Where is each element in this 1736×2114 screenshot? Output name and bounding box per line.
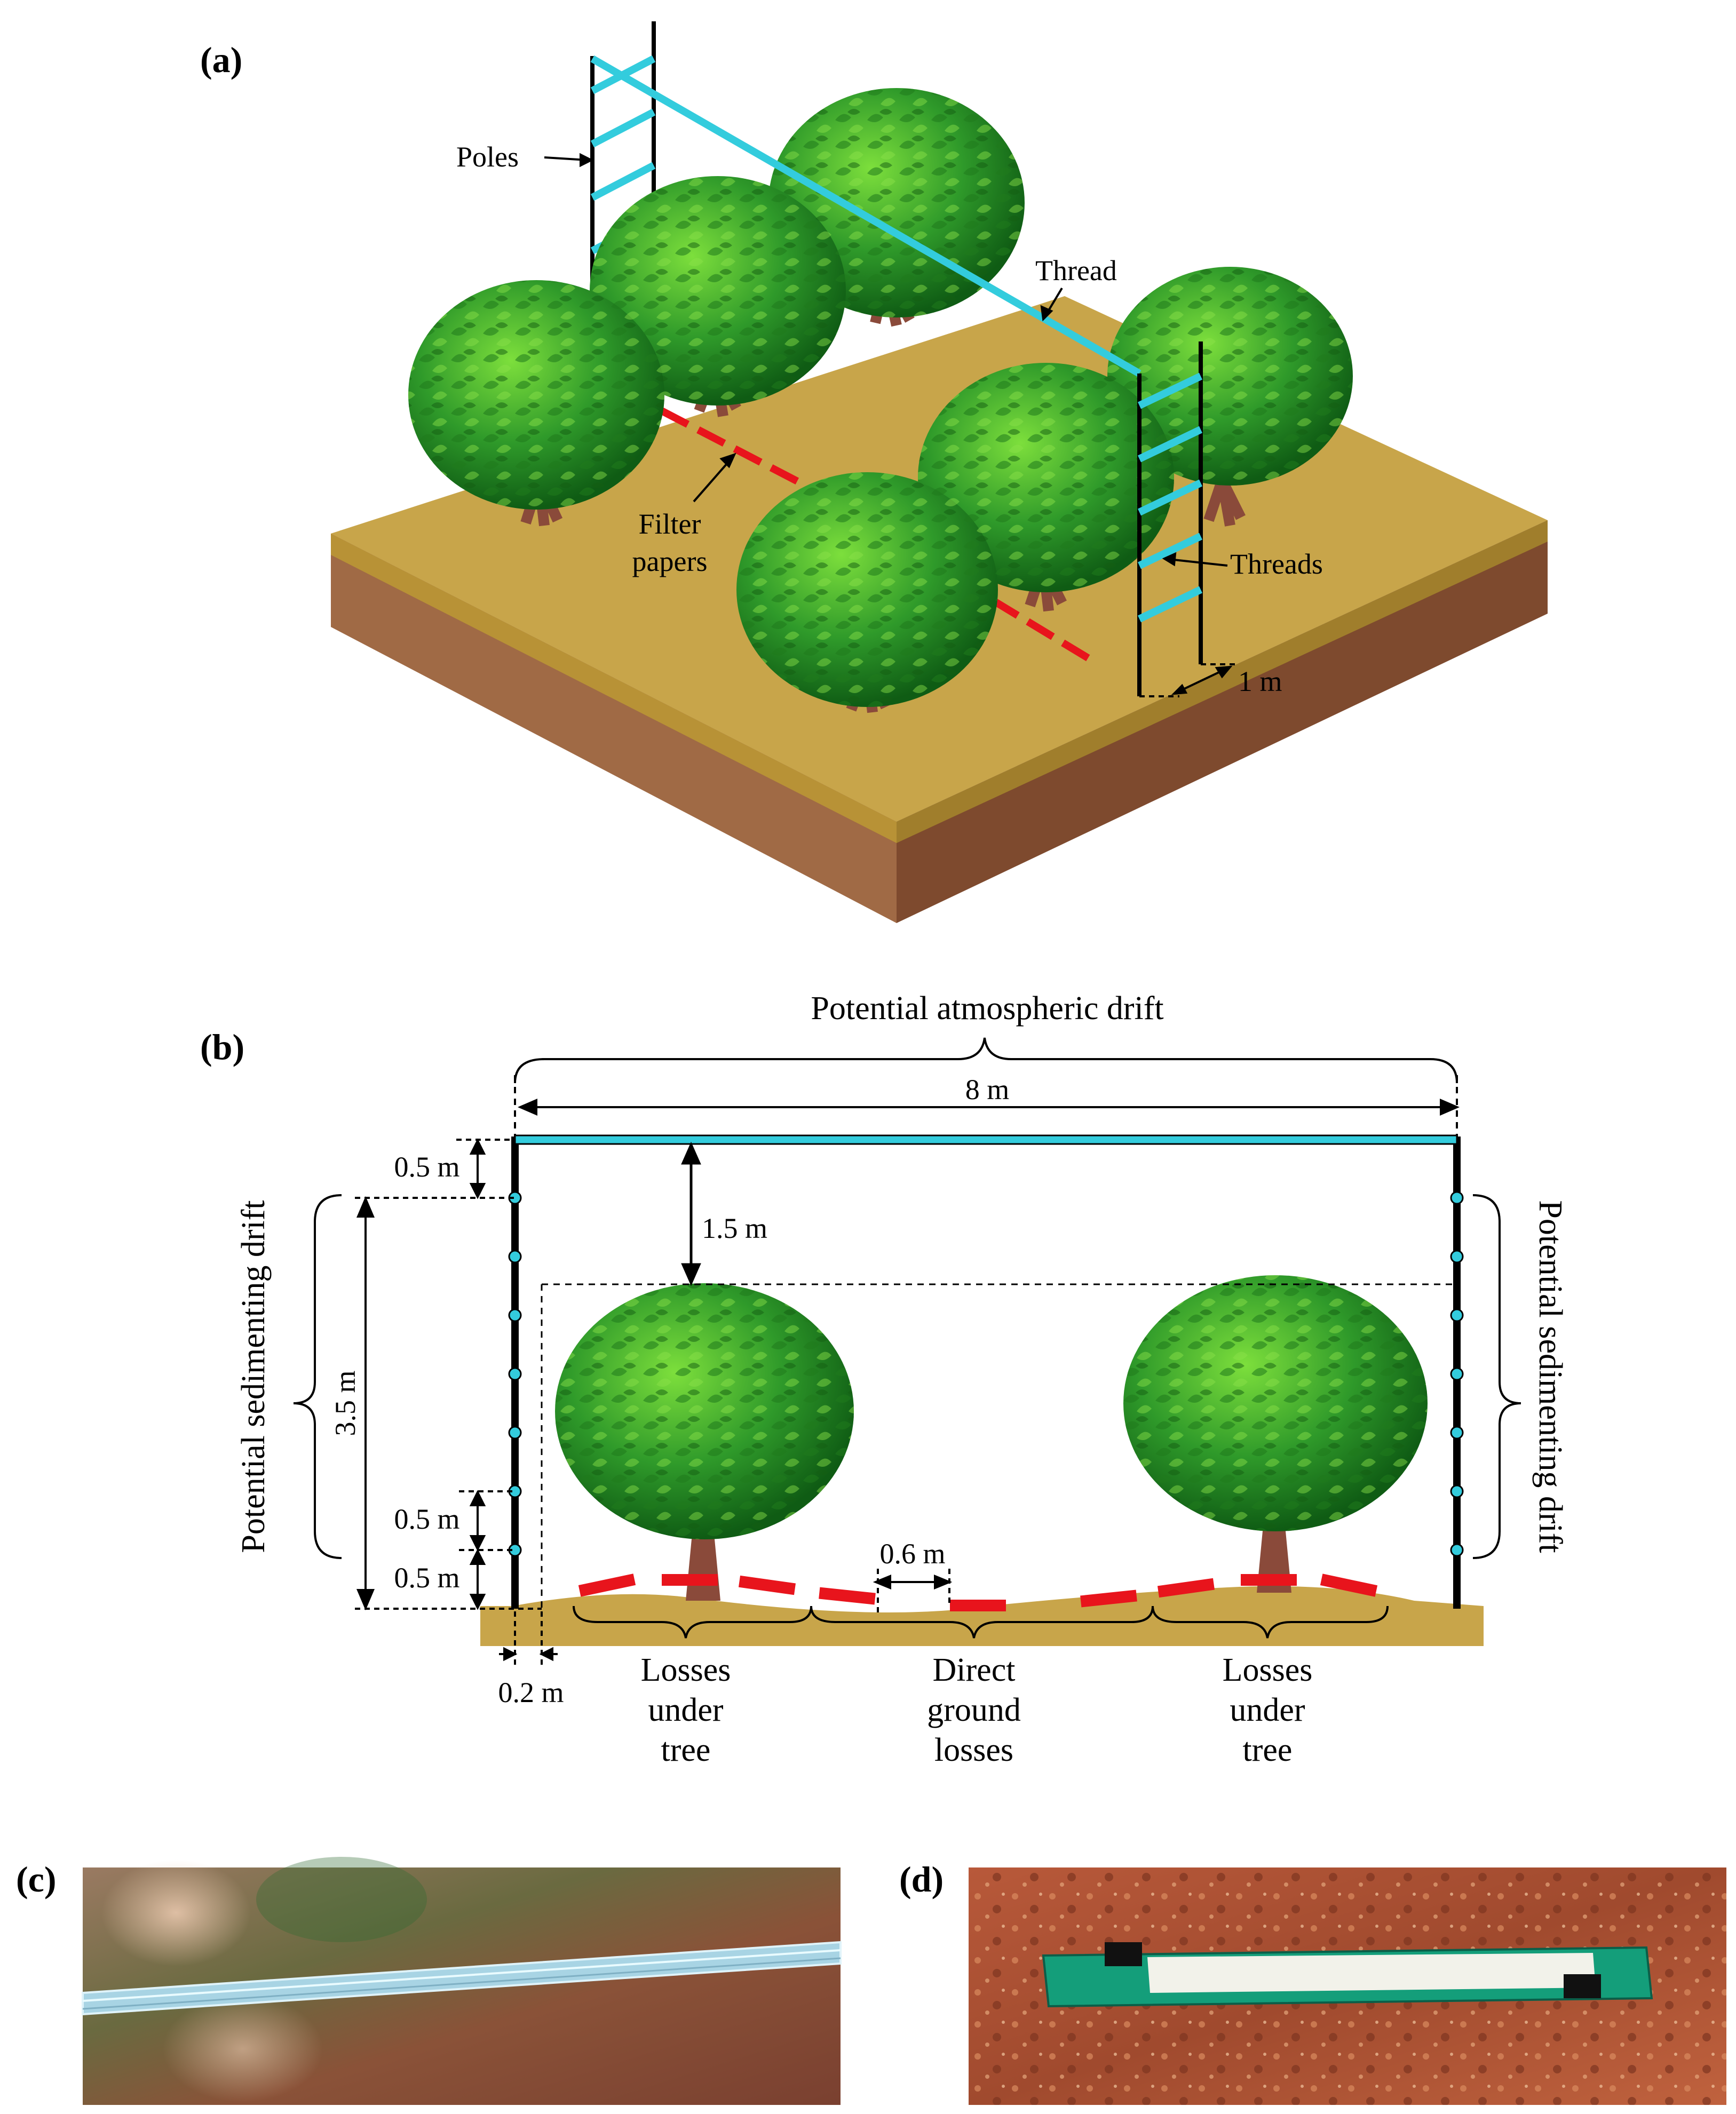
label-direct-3: losses: [934, 1732, 1013, 1768]
filter-papers-section: [578, 1573, 1378, 1611]
label-width: 8 m: [965, 1074, 1010, 1106]
tree-front-left: [408, 280, 664, 527]
paper-gap-dimension: [873, 1569, 953, 1617]
label-filter-1: Filter: [639, 508, 701, 540]
ground-edge-right: [897, 520, 1548, 843]
panel-c-letter: (c): [16, 1859, 56, 1900]
label-offset: 0.2 m: [498, 1676, 564, 1708]
label-thread: Thread: [1035, 255, 1117, 287]
atmospheric-brace: [514, 1037, 1458, 1084]
tree-left-section: [555, 1283, 854, 1601]
label-under-tree-right-3: tree: [1243, 1732, 1293, 1768]
label-under-tree-right-1: Losses: [1223, 1652, 1313, 1688]
label-under-tree-right-2: under: [1230, 1692, 1305, 1728]
tree-right-section: [1123, 1275, 1428, 1593]
thread-top: [590, 55, 1142, 377]
tree-back-left: [590, 176, 846, 417]
brace-under-tree-right: [1152, 1606, 1389, 1639]
clearance-dimension: [681, 1141, 701, 1286]
ground-side-right: [897, 520, 1548, 923]
label-poles: Poles: [456, 141, 519, 173]
panel-b-diagram: Potential atmospheric drift 8 m: [235, 990, 1568, 1768]
label-clearance: 1.5 m: [702, 1212, 767, 1244]
one-m-dimension: [1139, 663, 1238, 697]
left-dimensions: [355, 1138, 542, 1611]
photo-filter-paper: [969, 1867, 1726, 2105]
panel-a-diagram: Poles Thread Filter papers Threads 1 m: [331, 21, 1548, 923]
label-top-gap: 0.5 m: [394, 1151, 459, 1183]
sed-brace-left: [293, 1194, 342, 1559]
ground-edge-left: [331, 534, 897, 843]
offset-dimension: [499, 1611, 558, 1665]
label-sed-left: Potential sedimenting drift: [235, 1200, 272, 1553]
label-threads: Threads: [1230, 548, 1323, 580]
brace-direct: [810, 1606, 1154, 1639]
label-direct-2: ground: [927, 1692, 1021, 1728]
label-sed-right: Potential sedimenting drift: [1532, 1200, 1568, 1553]
label-atmospheric: Potential atmospheric drift: [811, 990, 1163, 1027]
right-pole: [1137, 341, 1203, 696]
label-under-tree-left-1: Losses: [641, 1652, 731, 1688]
label-low-gap-2: 0.5 m: [394, 1562, 459, 1594]
sed-brace-right: [1472, 1194, 1521, 1559]
label-low-gap-1: 0.5 m: [394, 1503, 459, 1535]
label-height: 3.5 m: [329, 1370, 361, 1436]
annotation-arrows: [544, 153, 1228, 567]
thread-beads-right: [1450, 1191, 1464, 1557]
label-under-tree-left-3: tree: [661, 1732, 711, 1768]
label-under-tree-left-2: under: [648, 1692, 724, 1728]
photo-thread: [82, 1857, 842, 2105]
label-direct-1: Direct: [933, 1652, 1016, 1688]
panel-d-letter: (d): [899, 1859, 944, 1900]
tree-front-middle: [736, 472, 998, 713]
filter-papers-row: [660, 407, 1096, 665]
brace-under-tree-left: [573, 1606, 812, 1639]
panel-b-letter: (b): [200, 1027, 244, 1067]
width-dimension: [514, 1075, 1460, 1142]
label-paper-gap: 0.6 m: [879, 1538, 945, 1570]
label-one-m: 1 m: [1238, 665, 1282, 697]
thread-top-section: [514, 1134, 1458, 1145]
thread-beads-left: [508, 1191, 522, 1557]
panel-a-letter: (a): [200, 39, 242, 80]
ground-section: [480, 1586, 1484, 1646]
ground-side-left: [331, 534, 897, 923]
tree-right-back: [1107, 267, 1353, 527]
label-filter-2: papers: [632, 545, 708, 577]
